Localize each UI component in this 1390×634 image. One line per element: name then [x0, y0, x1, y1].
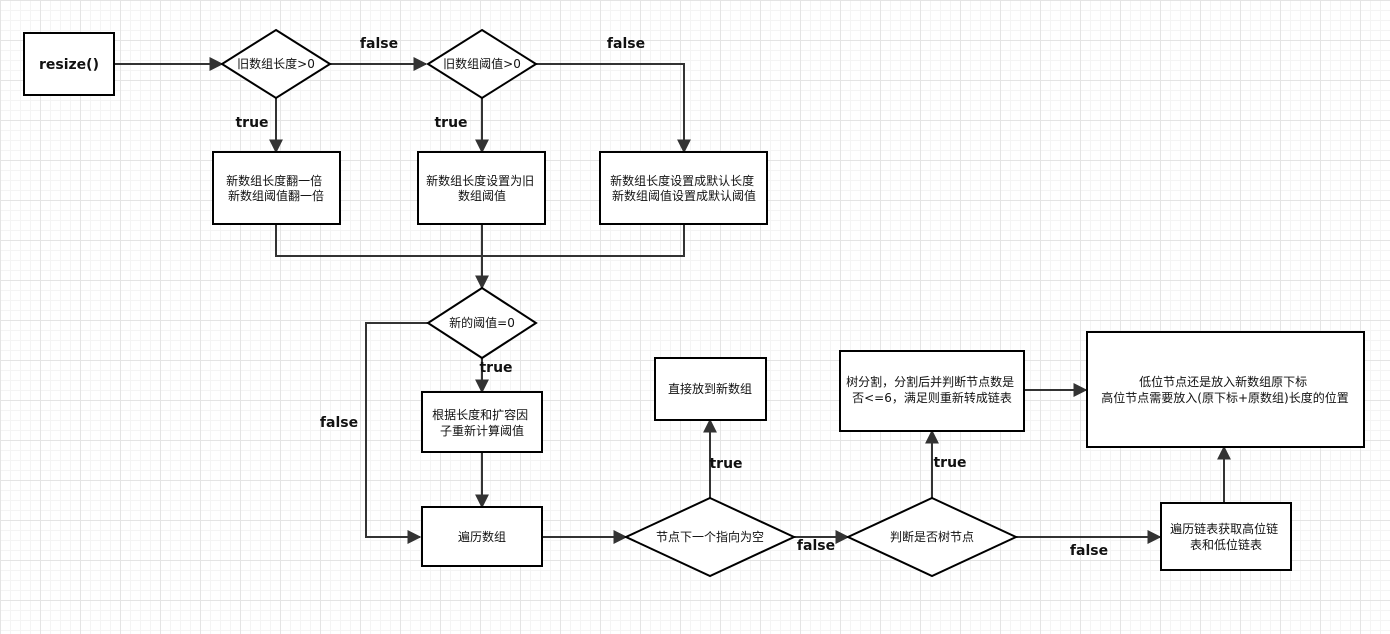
node-double-line-2: 新数组阈值翻一倍 [228, 188, 324, 203]
node-traverse-list-line-1: 遍历链表获取高位链 [1170, 521, 1278, 536]
node-new-thr-check-label: 新的阈值=0 [449, 315, 515, 330]
node-start-label: resize() [39, 57, 99, 73]
node-recalc-label: 根据长度和扩容因 子重新计算阈值 [432, 407, 532, 438]
node-double-line-1: 新数组长度翻一倍 [226, 173, 322, 188]
node-start: resize() [23, 32, 115, 96]
node-tree-split: 树分割，分割后并判断节点数是 否<=6，满足则重新转成链表 [839, 350, 1025, 432]
edge-labels: false false true true true false true fa… [235, 36, 1108, 559]
edge-merge [275, 224, 685, 288]
label-false-old-thr: false [607, 36, 645, 52]
node-old-len-check-label: 旧数组长度>0 [237, 56, 315, 71]
label-true-old-thr: true [434, 115, 467, 131]
node-set-default-line-2: 新数组阈值设置成默认阈值 [612, 188, 756, 203]
node-recalc: 根据长度和扩容因 子重新计算阈值 [421, 391, 543, 453]
node-is-tree-label: 判断是否树节点 [890, 529, 974, 544]
node-set-old-thr: 新数组长度设置为旧 数组阈值 [417, 151, 546, 225]
edges [114, 57, 1231, 544]
node-set-old-thr-line-2: 数组阈值 [458, 188, 506, 203]
label-true-is-tree: true [933, 455, 966, 471]
label-true-old-len: true [235, 115, 268, 131]
node-tree-split-label: 树分割，分割后并判断节点数是 否<=6，满足则重新转成链表 [846, 374, 1018, 405]
node-double: 新数组长度翻一倍 新数组阈值翻一倍 [212, 151, 341, 225]
node-old-thr-check-label: 旧数组阈值>0 [443, 56, 521, 71]
node-old-len-check: 旧数组长度>0 [220, 28, 332, 100]
node-place-line-2: 高位节点需要放入(原下标+原数组)长度的位置 [1101, 390, 1348, 405]
node-double-label: 新数组长度翻一倍 新数组阈值翻一倍 [226, 173, 326, 203]
node-place: 低位节点还是放入新数组原下标 高位节点需要放入(原下标+原数组)长度的位置 [1086, 331, 1365, 448]
node-set-old-thr-line-1: 新数组长度设置为旧 [426, 173, 534, 188]
node-set-default-label: 新数组长度设置成默认长度 新数组阈值设置成默认阈值 [610, 173, 758, 203]
node-new-thr-check: 新的阈值=0 [426, 286, 538, 360]
node-recalc-line-1: 根据长度和扩容因 [432, 407, 528, 422]
node-tree-split-line-1: 树分割，分割后并判断节点数是 [846, 374, 1014, 389]
node-direct-label: 直接放到新数组 [668, 381, 752, 396]
label-false-is-tree: false [1070, 543, 1108, 559]
node-traverse-list: 遍历链表获取高位链 表和低位链表 [1160, 502, 1292, 571]
node-place-line-1: 低位节点还是放入新数组原下标 [1139, 374, 1307, 389]
node-set-default-line-1: 新数组长度设置成默认长度 [610, 173, 754, 188]
node-traverse-list-label: 遍历链表获取高位链 表和低位链表 [1170, 521, 1282, 552]
node-set-default: 新数组长度设置成默认长度 新数组阈值设置成默认阈值 [599, 151, 768, 225]
node-old-thr-check: 旧数组阈值>0 [426, 28, 538, 100]
node-tree-split-line-2: 否<=6，满足则重新转成链表 [852, 390, 1012, 405]
node-direct: 直接放到新数组 [654, 357, 767, 421]
label-false-new-thr: false [320, 415, 358, 431]
node-traverse-list-line-2: 表和低位链表 [1190, 537, 1262, 552]
node-next-null: 节点下一个指向为空 [623, 496, 797, 578]
node-recalc-line-2: 子重新计算阈值 [440, 423, 524, 438]
label-true-next-null: true [709, 456, 742, 472]
label-true-new-thr: true [479, 360, 512, 376]
edge-new-thr-false [365, 322, 428, 544]
node-next-null-label: 节点下一个指向为空 [656, 529, 764, 544]
edge-old-thr-false [536, 63, 691, 154]
node-traverse: 遍历数组 [421, 506, 543, 567]
node-is-tree: 判断是否树节点 [845, 496, 1019, 578]
node-set-old-thr-label: 新数组长度设置为旧 数组阈值 [426, 173, 538, 203]
label-false-next-null: false [797, 538, 835, 554]
node-place-label: 低位节点还是放入新数组原下标 高位节点需要放入(原下标+原数组)长度的位置 [1101, 374, 1348, 405]
node-traverse-label: 遍历数组 [458, 529, 506, 544]
label-false-old-len: false [360, 36, 398, 52]
